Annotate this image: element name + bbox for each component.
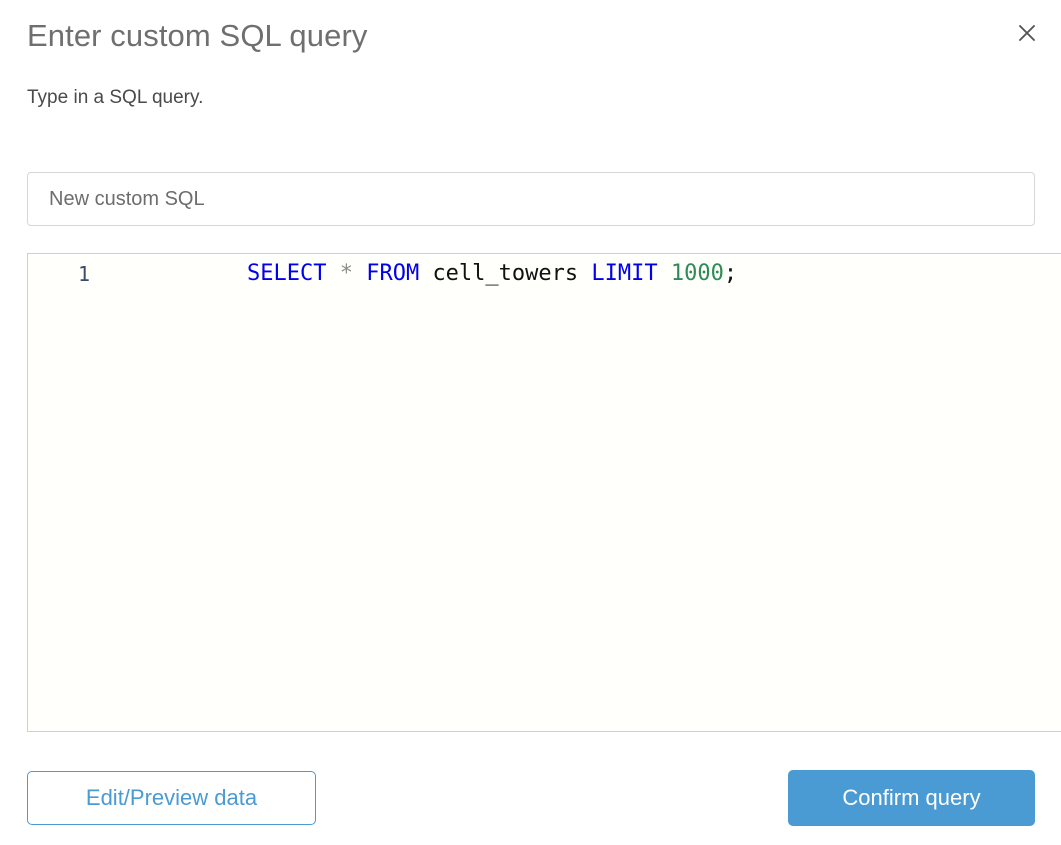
sql-token-space-5 (658, 261, 671, 286)
sql-token-space-3 (419, 261, 432, 286)
query-name-input[interactable] (27, 172, 1035, 226)
sql-token-table-name: cell_towers (432, 261, 579, 286)
sql-code-line[interactable]: SELECT * FROM cell_towers LIMIT 1000; (90, 254, 1061, 319)
sql-token-semicolon: ; (723, 261, 738, 286)
sql-token-star: * (339, 261, 353, 286)
sql-token-keyword-limit: LIMIT (591, 261, 658, 286)
close-icon[interactable] (1011, 17, 1043, 49)
sql-token-limit-value: 1000 (670, 261, 724, 286)
sql-token-space-4 (578, 261, 591, 286)
editor-line: 1 SELECT * FROM cell_towers LIMIT 1000; (28, 254, 1061, 294)
sql-token-keyword-from: FROM (366, 261, 420, 286)
close-icon-glyph (1019, 25, 1035, 41)
sql-token-space-1 (326, 261, 339, 286)
sql-token-keyword-select: SELECT (246, 261, 327, 286)
dialog-subtitle: Type in a SQL query. (27, 87, 204, 108)
sql-token-space-2 (353, 261, 366, 286)
edit-preview-data-button[interactable]: Edit/Preview data (27, 771, 316, 825)
line-number: 1 (77, 262, 90, 286)
confirm-query-button[interactable]: Confirm query (788, 770, 1035, 826)
sql-code-editor[interactable]: 1 SELECT * FROM cell_towers LIMIT 1000; (27, 253, 1061, 732)
page-title: Enter custom SQL query (27, 18, 368, 53)
